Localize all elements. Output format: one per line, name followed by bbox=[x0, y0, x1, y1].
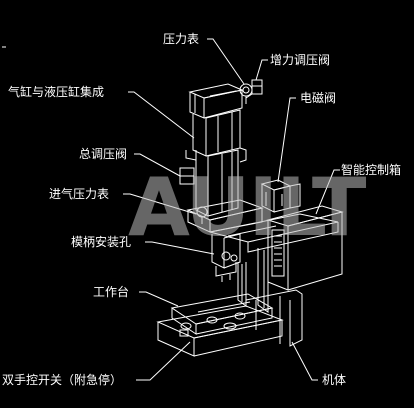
machine-column bbox=[237, 248, 269, 313]
watermark-text: AUILT bbox=[128, 161, 366, 254]
booster-valve-part bbox=[245, 79, 263, 99]
label-inlet-gauge: 进气压力表 bbox=[49, 187, 110, 201]
solenoid-valve-part bbox=[260, 179, 301, 213]
label-pressure-gauge: 压力表 bbox=[163, 32, 200, 46]
label-cylinder: 气缸与液压缸集成 bbox=[8, 85, 105, 99]
ram bbox=[211, 233, 241, 282]
control-box bbox=[266, 205, 344, 291]
cylinder-head bbox=[188, 83, 244, 119]
label-body: 机体 bbox=[322, 373, 347, 387]
label-smart-box: 智能控制箱 bbox=[341, 163, 402, 177]
base-panel bbox=[156, 305, 284, 357]
label-worktable: 工作台 bbox=[93, 285, 130, 299]
leader-lines bbox=[123, 38, 340, 381]
label-solenoid-valve: 电磁阀 bbox=[300, 91, 337, 105]
inlet-gauge-part bbox=[196, 206, 208, 224]
label-booster-valve: 增力调压阀 bbox=[270, 53, 331, 67]
label-main-regulator: 总调压阀 bbox=[79, 147, 128, 161]
worktable-part bbox=[170, 293, 274, 335]
label-two-hand-switch: 双手控开关（附急停） bbox=[2, 373, 123, 387]
upper-frame bbox=[186, 199, 339, 253]
cylinder-body bbox=[185, 109, 247, 217]
label-die-shank-hole: 模柄安装孔 bbox=[71, 235, 132, 249]
